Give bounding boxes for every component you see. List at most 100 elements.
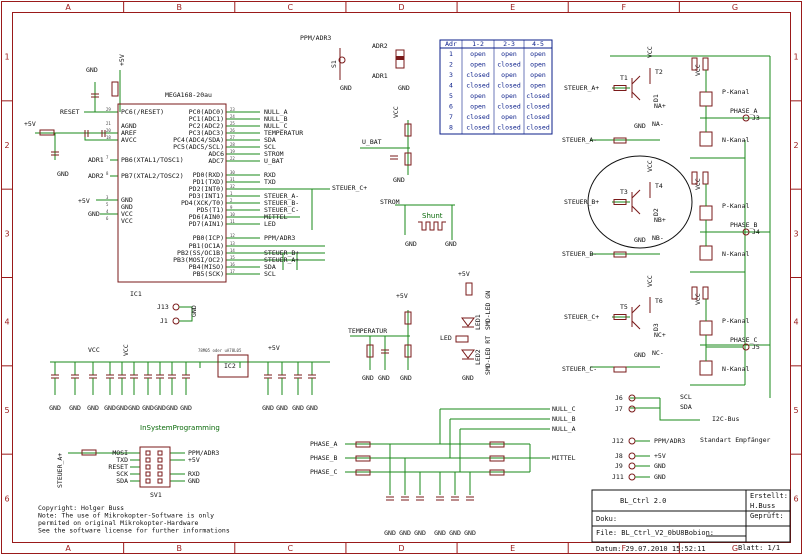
mcu-net-label: SCL (264, 270, 276, 278)
reset-circuit: RESET GND +5V +5V GND ADR1 ADR2 +5V GND (24, 54, 126, 218)
mcu-pin-number: 7 (106, 155, 109, 160)
mittel-net: MITTEL (552, 454, 576, 462)
adr2-mcu-label: ADR2 (88, 172, 104, 180)
isp-right-pin: RXD (188, 470, 200, 478)
gnd-phase: GND (414, 529, 426, 537)
addr-table-cell: open (470, 50, 486, 58)
file-text: File: BL_Ctrl_V2_0bU8Bobion: (596, 529, 714, 537)
addr-table-cell: open (470, 103, 486, 111)
mcu-pin-name: GND (121, 196, 133, 204)
author-text: H.Buss (750, 502, 775, 510)
gnd-temp-1: GND (362, 374, 374, 382)
mcu-ref: IC1 (130, 290, 142, 298)
mcu-pin-name: AREF (121, 129, 137, 137)
j8-label: J8 (615, 452, 623, 460)
steuer-plus-label: STEUER_C+ (564, 313, 599, 321)
ppm-adr3-top: PPM/ADR3 (300, 34, 331, 42)
addr-table-cell: open (501, 50, 517, 58)
addr-table-cell: closed (497, 61, 521, 69)
addr-table-header: 2-3 (503, 40, 515, 48)
p-kanal-label: P-Kanal (722, 317, 749, 325)
isp-right-pin: PPM/ADR3 (188, 449, 219, 457)
mcu-pin-name: PC3(ADC3) (189, 129, 224, 137)
addr-table-cell: open (501, 113, 517, 121)
mcu-pin-number: 25 (230, 121, 235, 126)
addr-table-cell: 5 (449, 92, 453, 100)
isp-left-pin: SCK (116, 470, 128, 478)
gnd-label-avcc: GND (57, 170, 69, 178)
gnd-cap: GND (87, 404, 99, 412)
frame-row-left: 2 (4, 141, 9, 150)
mcu-pin-number: 31 (230, 177, 235, 182)
null-c-net: NULL_C (552, 405, 576, 413)
temperature-section: +5V TEMPERATUR GND GND GND (348, 292, 412, 382)
addr-table-cell: open (530, 82, 546, 90)
n-minus-label: NA- (652, 120, 664, 128)
addr-table-cell: open (530, 71, 546, 79)
addr-table-header: 1-2 (472, 40, 484, 48)
h-bridge-a: STEUER_A+T1T2D1VCCVCCNA+P-KanalPHASE_AJ3… (562, 46, 760, 147)
addr-table-cell: open (501, 71, 517, 79)
transistor-2: T2 (655, 68, 663, 76)
regulator-label: 78M05 oder uA78L05 (198, 348, 242, 353)
addr-table-cell: closed (526, 92, 550, 100)
mcu-net-label: SDA (264, 263, 276, 271)
transistor-2: T4 (655, 182, 663, 190)
mcu-pin-name: PD7(AIN1) (189, 220, 224, 228)
n-plus-label: NB+ (654, 216, 666, 224)
frame-col-bottom: G (732, 544, 738, 553)
addr-table-cell: open (470, 92, 486, 100)
vcc-reg-2: VCC (122, 344, 130, 356)
highlight-ellipse (587, 155, 693, 249)
mcu-pin-name: PD4(XCK/T0) (181, 199, 224, 207)
frame-col-top: F (621, 3, 626, 12)
j11-label: J11 (612, 473, 624, 481)
isp-left-pin: SDA (116, 477, 128, 485)
jumper-label: J3 (752, 114, 760, 122)
p5v-label-vcc: +5V (78, 197, 90, 205)
vcc-bridge: VCC (646, 46, 654, 58)
vcc-bridge: VCC (646, 160, 654, 172)
steuer-minus-label: STEUER_A- (562, 136, 597, 144)
j7-label: J7 (615, 405, 623, 413)
temperatur-net: TEMPERATUR (348, 327, 387, 335)
u-bat-label: U_BAT (362, 138, 382, 146)
mcu-pin-number: 24 (230, 114, 235, 119)
steuer-plus-label: STEUER_A+ (564, 84, 599, 92)
checked-text: Geprüft: (750, 512, 784, 520)
mcu-pin-number: 27 (230, 135, 235, 140)
gnd-label-c1: GND (86, 66, 98, 74)
gnd-phase: GND (449, 529, 461, 537)
mcu-pin-name: PD5(T1) (197, 206, 224, 214)
isp-right-pin: GND (188, 477, 200, 485)
frame-col-top: D (398, 3, 404, 12)
mcu-pin-name: VCC (121, 210, 133, 218)
mcu-net-label: STROM (264, 150, 284, 158)
mcu-net-label: TXD (264, 178, 276, 186)
n-plus-label: NA+ (654, 102, 666, 110)
frame-row-right: 5 (793, 406, 798, 415)
mcu-pin-name: PB1(OC1A) (189, 242, 224, 250)
frame-col-bottom: E (510, 544, 515, 553)
led-gn-label: SMD-LED GN (484, 291, 492, 330)
gnd-temp-3: GND (400, 374, 412, 382)
mcu-pin-name: PC1(ADC1) (189, 115, 224, 123)
mcu-net-label: STEUER_C- (264, 206, 299, 214)
strom-label: STROM (380, 198, 400, 206)
jumper-j13-j1: J13 J1 GND (157, 303, 198, 325)
addr-table-cell: open (530, 61, 546, 69)
mcu-net-label: NULL_C (264, 122, 288, 130)
gnd-phase: GND (399, 529, 411, 537)
j6-label: J6 (615, 394, 623, 402)
phase-c-in: PHASE_C (310, 468, 337, 476)
voltage-current-sense: VCC U_BAT GND STROM Shunt GND GND (362, 106, 457, 248)
mcu-pin-name: PB4(MISO) (189, 263, 224, 271)
mcu-pin-number: 6 (106, 216, 109, 221)
adr1-label: ADR1 (372, 72, 388, 80)
frame-col-top: A (65, 3, 71, 12)
addr-table-cell: closed (526, 124, 550, 132)
